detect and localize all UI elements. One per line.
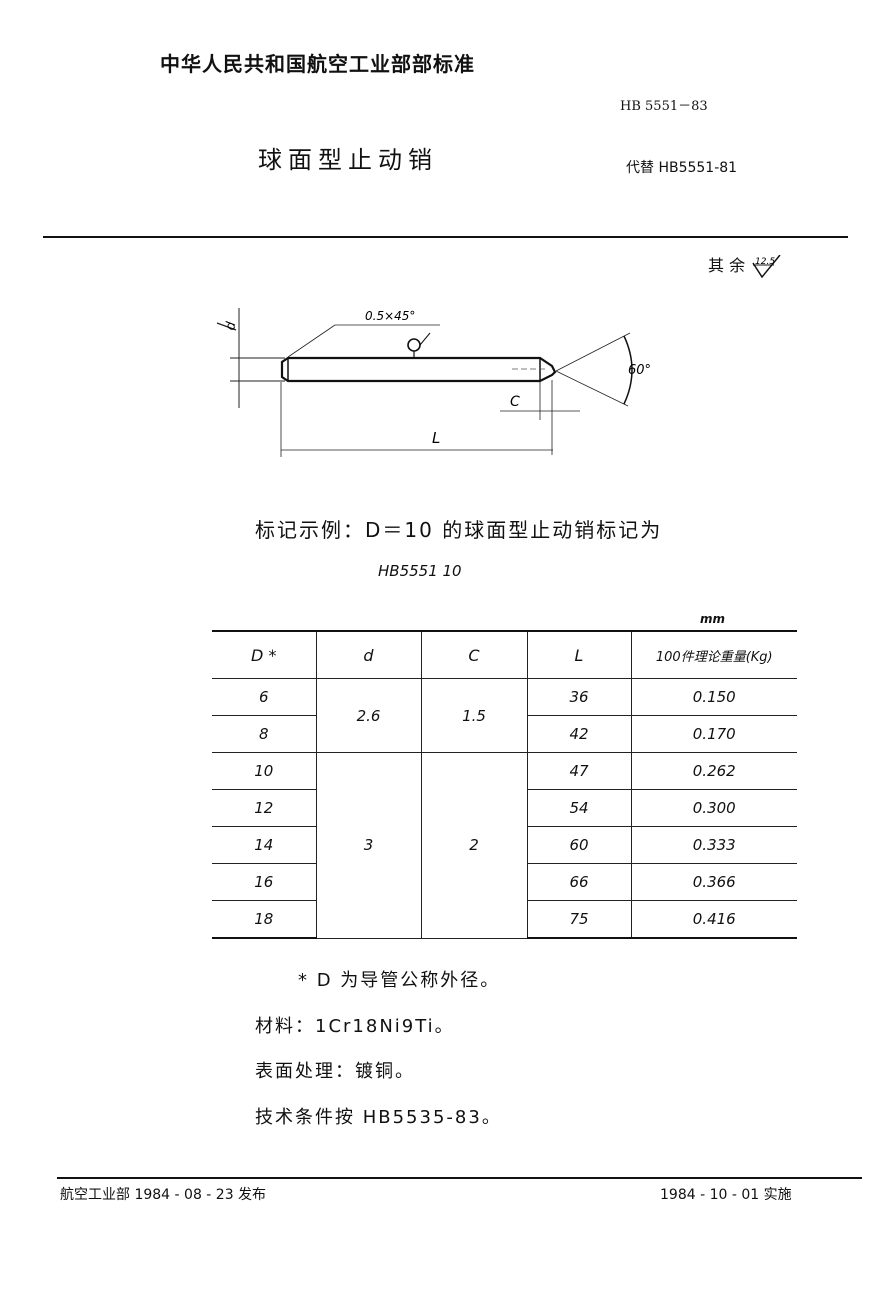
cell-D: 12: [212, 789, 317, 827]
cell-L: 75: [526, 900, 632, 939]
table-row: 18 75 0.416: [212, 900, 797, 939]
footer-divider: [57, 1177, 862, 1179]
standard-number: HB 5551－83: [620, 99, 708, 114]
cell-weight: 0.262: [630, 752, 797, 790]
cell-L: 54: [526, 789, 632, 827]
material-note: 材料：1Cr18Ni9Ti。: [255, 1016, 455, 1037]
col-header-d: d: [315, 630, 422, 679]
cell-D: 6: [212, 678, 317, 716]
cell-L: 66: [526, 863, 632, 901]
cell-weight: 0.333: [630, 826, 797, 864]
chamfer-label: 0.5×45°: [365, 309, 415, 323]
footnote: * D 为导管公称外径。: [298, 970, 501, 991]
cell-weight: 0.150: [630, 678, 797, 716]
issue-date: 航空工业部 1984 - 08 - 23 发布: [60, 1187, 267, 1203]
col-header-C: C: [420, 630, 528, 679]
cell-L: 60: [526, 826, 632, 864]
pin-drawing: d 0.5×45° 60° C L: [216, 308, 651, 457]
cell-C: 1.5: [420, 678, 528, 753]
table-unit: mm: [700, 612, 726, 626]
table-row: 6 2.6 1.5 36 0.150: [212, 678, 797, 753]
roughness-symbol-icon: 12.5: [750, 254, 786, 279]
col-header-L: L: [526, 630, 632, 679]
cell-L: 42: [526, 715, 632, 753]
cell-D: 8: [212, 715, 317, 753]
header-divider: [43, 236, 848, 238]
table-header-row: D * d C L 100件理论重量(Kg): [212, 630, 797, 679]
cell-L: 36: [526, 678, 632, 716]
roughness-label: 其 余: [708, 256, 746, 275]
cell-d: 3: [315, 752, 422, 939]
col-header-weight: 100件理论重量(Kg): [630, 630, 797, 679]
cell-C: 2: [420, 752, 528, 939]
effective-date: 1984 - 10 - 01 实施: [660, 1187, 792, 1203]
surface-roughness-note: 其 余 12.5: [708, 252, 786, 279]
marking-example: 标记示例：D＝10 的球面型止动销标记为: [255, 518, 663, 542]
table-row: 8 42 0.170: [212, 715, 797, 753]
replaces-standard: 代替 HB5551-81: [626, 160, 738, 176]
table-row: 10 3 2 47 0.262: [212, 752, 797, 939]
marking-example-code: HB5551 10: [378, 562, 462, 580]
dim-l-label: L: [432, 429, 440, 447]
dim-c-label: C: [510, 394, 520, 410]
cell-weight: 0.416: [630, 900, 797, 939]
surface-treatment-note: 表面处理：镀铜。: [255, 1061, 415, 1082]
cell-weight: 0.300: [630, 789, 797, 827]
organization-title: 中华人民共和国航空工业部部标准: [160, 52, 475, 76]
technical-conditions-note: 技术条件按 HB5535-83。: [255, 1107, 502, 1128]
angle-label: 60°: [628, 363, 651, 378]
dim-d-label: d: [223, 320, 239, 331]
col-header-D: D *: [212, 630, 317, 679]
cell-D: 14: [212, 826, 317, 864]
cell-weight: 0.170: [630, 715, 797, 753]
cell-D: 16: [212, 863, 317, 901]
cell-L: 47: [526, 752, 632, 790]
dimension-table: D * d C L 100件理论重量(Kg) 6 2.6 1.5 36 0.15…: [212, 630, 797, 939]
cell-D: 18: [212, 900, 317, 939]
roughness-value: 12.5: [755, 257, 775, 267]
table-row: 16 66 0.366: [212, 863, 797, 901]
cell-d: 2.6: [315, 678, 422, 753]
cell-D: 10: [212, 752, 317, 790]
document-title: 球面型止动销: [258, 146, 438, 174]
table-row: 12 54 0.300: [212, 789, 797, 827]
cell-weight: 0.366: [630, 863, 797, 901]
